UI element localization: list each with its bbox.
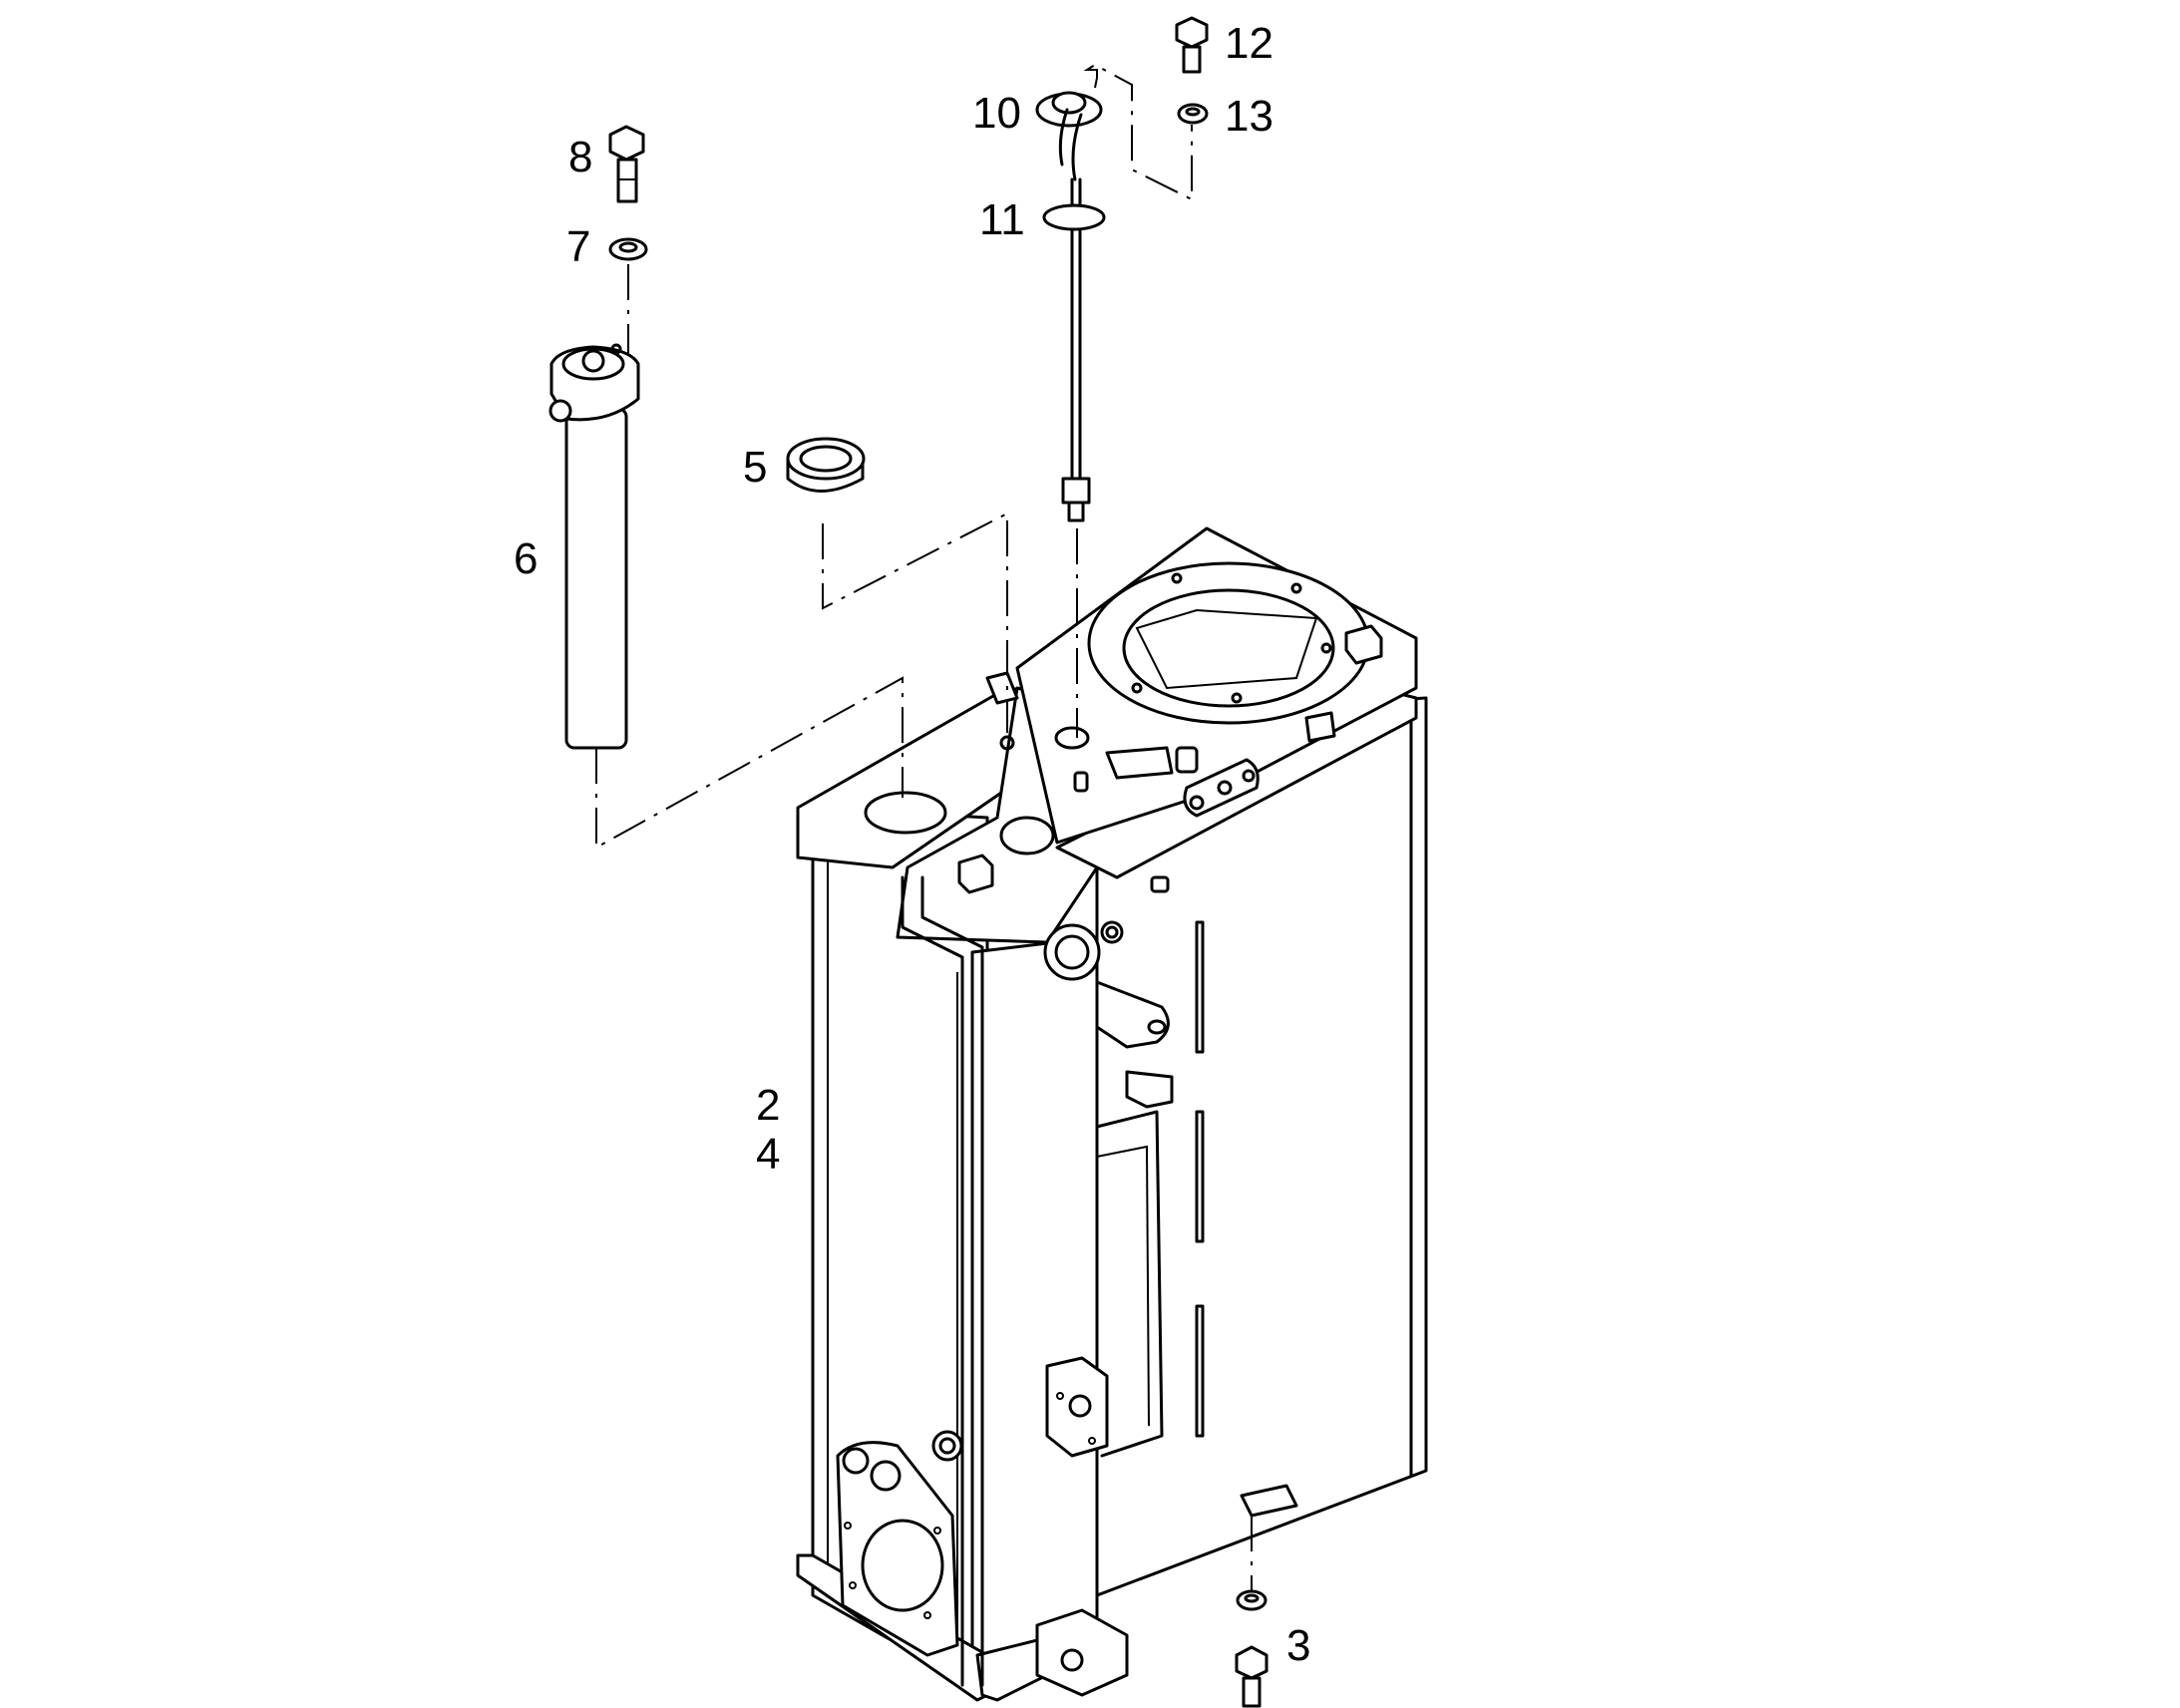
top-flange-ring (1087, 561, 1370, 725)
filter-opening (864, 791, 947, 835)
callout-13: 13 (1225, 92, 1273, 141)
filter-part-6 (548, 343, 640, 750)
bolt-part-8 (608, 125, 645, 203)
assembly-lines (595, 63, 1253, 1590)
callout-6: 6 (514, 534, 538, 583)
washer-part-13 (1177, 103, 1209, 125)
callout-4: 4 (756, 1130, 780, 1179)
bolt-part-12 (1175, 16, 1209, 74)
boss-fitting (999, 816, 1055, 855)
gauge-opening (1054, 726, 1090, 750)
top-fittings (957, 624, 1383, 894)
washer-part-7 (608, 237, 648, 261)
side-slots (1195, 920, 1205, 1438)
callout-11: 11 (979, 195, 1025, 244)
bottom-foot-block (1035, 1484, 1298, 1697)
callout-10: 10 (972, 89, 1021, 138)
bolt-part-3 (1235, 1589, 1269, 1708)
callout-8: 8 (568, 133, 592, 181)
o-ring-part-11 (1042, 203, 1106, 231)
callout-7: 7 (566, 222, 590, 271)
side-bracket (1095, 758, 1260, 1109)
column-bosses (931, 920, 1124, 1462)
lateral-block (1045, 1356, 1109, 1458)
callout-12: 12 (1225, 19, 1273, 68)
callout-5: 5 (743, 443, 767, 492)
center-recess (1095, 1110, 1164, 1458)
level-gauge-part-10 (1035, 91, 1103, 522)
callout-3: 3 (1286, 1621, 1310, 1670)
callout-2: 2 (756, 1081, 780, 1130)
callout-labels: 2 4 3 5 6 7 8 10 11 12 13 (514, 19, 1310, 1670)
mounting-flange (836, 1441, 959, 1657)
bushing-part-5 (786, 437, 866, 493)
